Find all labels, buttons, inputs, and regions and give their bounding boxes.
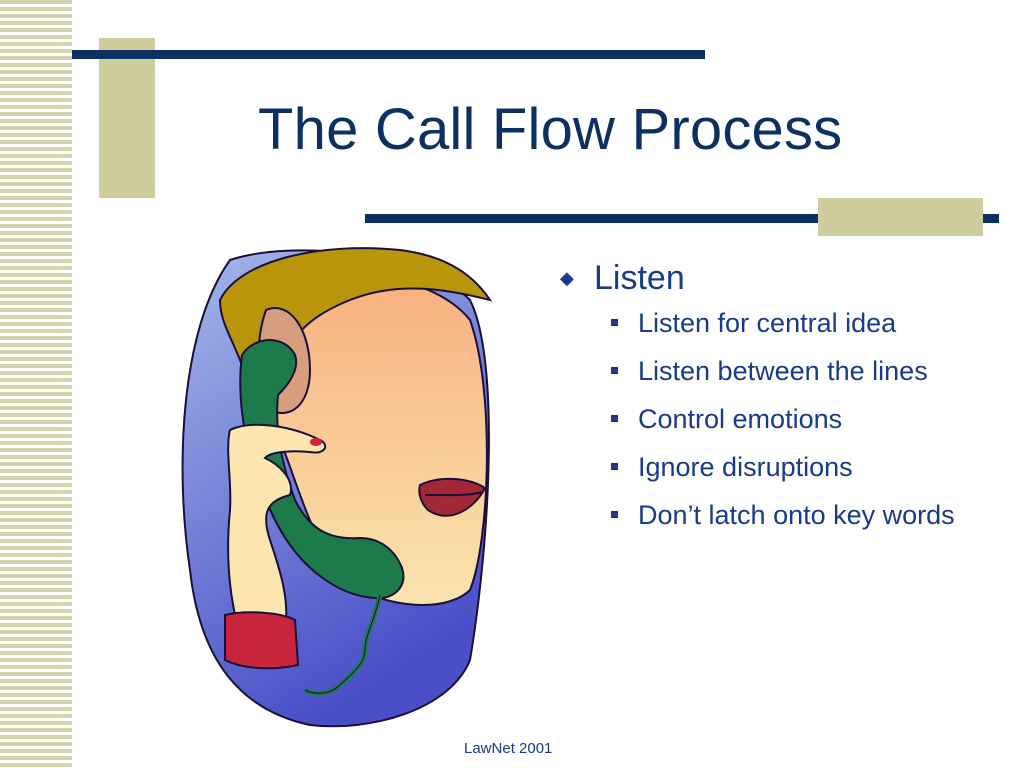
- title-rule-bottom: [365, 214, 999, 223]
- accent-block-right: [818, 198, 983, 236]
- bullet-listen: ◆ Listen: [560, 258, 1000, 298]
- square-bullet-icon: [611, 415, 618, 422]
- title-rule-top: [72, 50, 705, 59]
- list-item: Don’t latch onto key words: [560, 498, 1000, 532]
- bullet-heading: Listen: [594, 259, 685, 297]
- list-item: Ignore disruptions: [560, 450, 1000, 484]
- decorative-stripes: [0, 0, 72, 768]
- slide-title: The Call Flow Process: [258, 97, 843, 162]
- list-item: Listen for central idea: [560, 306, 1000, 340]
- square-bullet-icon: [611, 319, 618, 326]
- diamond-icon: ◆: [560, 268, 574, 288]
- square-bullet-icon: [611, 367, 618, 374]
- bullet-list: ◆ Listen Listen for central idea Listen …: [560, 258, 1000, 546]
- sub-bullet-list: Listen for central idea Listen between t…: [560, 306, 1000, 532]
- list-item: Listen between the lines: [560, 354, 1000, 388]
- slide-footer: LawNet 2001: [464, 740, 553, 757]
- square-bullet-icon: [611, 511, 618, 518]
- square-bullet-icon: [611, 463, 618, 470]
- list-item: Control emotions: [560, 402, 1000, 436]
- accent-block-left: [99, 38, 155, 198]
- person-on-phone-clipart: [181, 247, 493, 728]
